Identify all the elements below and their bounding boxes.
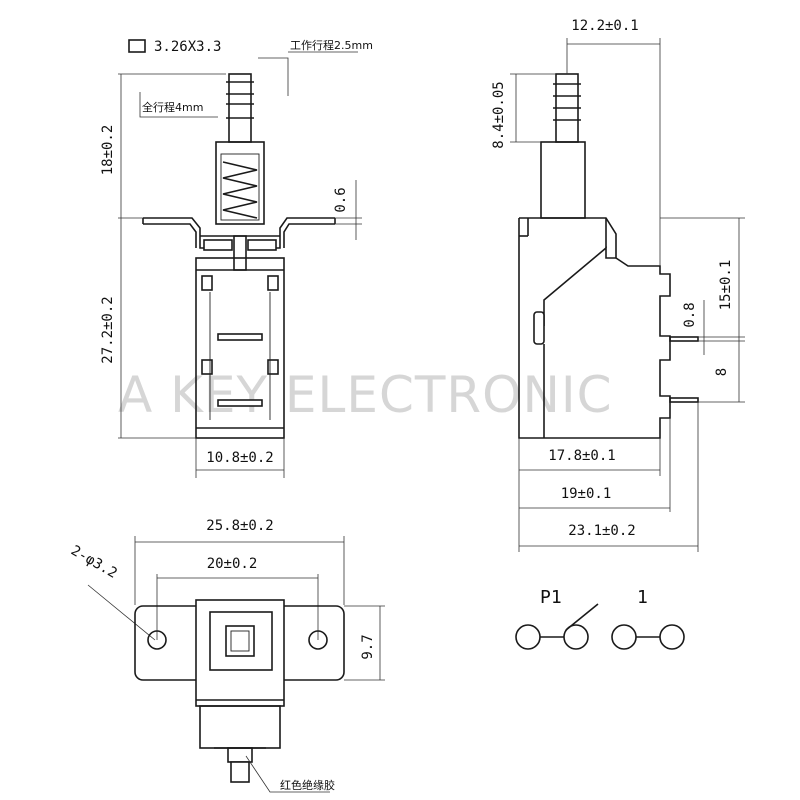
mount-hole-left [147,630,167,650]
hole-spacing-label: 20±0.2 [207,556,258,572]
spring-housing [215,141,265,225]
plunger-offset-label: 12.2±0.1 [571,18,638,34]
pin-lower [669,397,699,403]
pin-upper [669,336,699,342]
spring-icon [222,161,258,219]
pin-height-upper-label: 15±0.1 [718,260,734,311]
plunger-length-label: 8.4±0.05 [491,81,507,148]
pin-gap-label: 8 [714,368,730,376]
contact-2 [563,624,589,650]
hole-spec-label: 2-φ3.2 [68,543,120,582]
contact-1 [515,624,541,650]
switch-body-side [518,217,671,439]
switch-schematic: P1 1 [515,587,685,650]
depth-body-label: 17.8±0.1 [548,448,615,464]
depth-pin1-label: 19±0.1 [561,486,612,502]
plunger-size-label: 3.26X3.3 [154,39,221,55]
schematic-label-p1: P1 [540,587,562,608]
working-stroke-label: 工作行程2.5mm [290,39,373,52]
contact-3 [611,624,637,650]
bottom-view: 25.8±0.2 20±0.2 2-φ3.2 9.7 红色绝缘胶 [68,518,385,793]
terminal-pin [230,761,250,783]
side-view: 12.2±0.1 8.4±0.05 15±0.1 0.8 8 17.8±0.1 … [491,18,745,552]
pin-thickness-label: 0.8 [682,302,698,327]
depth-total-label: 23.1±0.2 [568,523,635,539]
insulation-note: 红色绝缘胶 [280,778,335,792]
full-stroke-label: 全行程4mm [142,100,203,114]
schematic-label-1: 1 [637,587,648,608]
flange-thickness-label: 0.6 [333,187,349,212]
mount-hole-right [308,630,328,650]
height-body-label: 27.2±0.2 [100,296,116,363]
switch-lever [565,603,599,631]
watermark: A KEY ELECTRONIC [118,366,613,424]
plunger [228,73,252,143]
plunger-square [225,625,255,657]
contact-4 [659,624,685,650]
front-view: 3.26X3.3 工作行程2.5mm 全行程4mm [100,39,373,478]
body-bottom [195,599,285,707]
plunger-section-symbol [128,39,146,53]
switch-body-front [195,257,285,439]
width-body-label: 10.8±0.2 [206,450,273,466]
flange-height-label: 9.7 [360,634,376,659]
flange-width-label: 25.8±0.2 [206,518,273,534]
height-top-label: 18±0.2 [100,125,116,176]
